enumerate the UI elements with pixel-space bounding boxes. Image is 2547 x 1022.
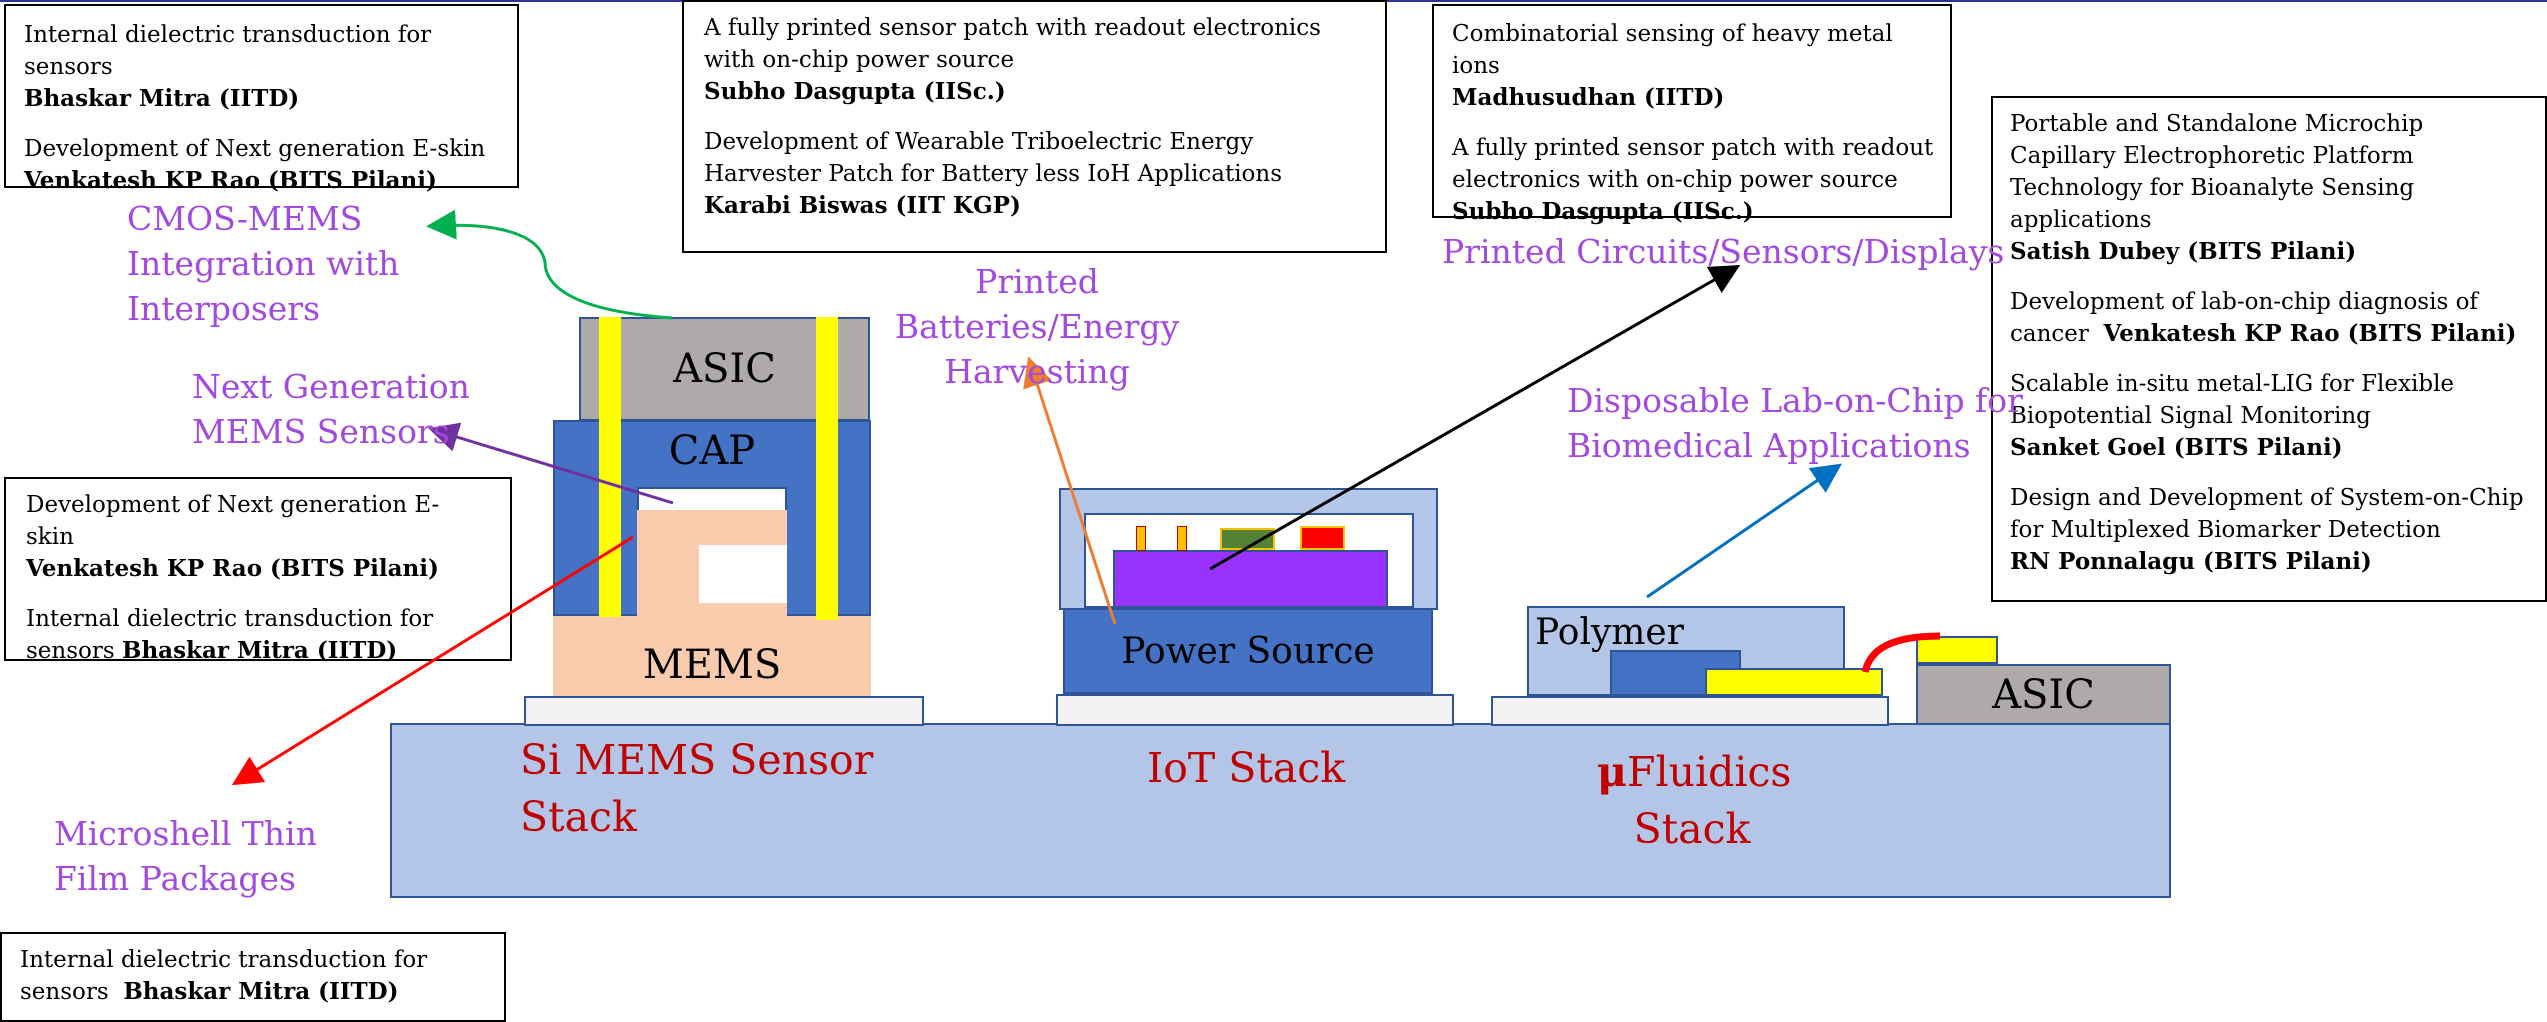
label-printed-circuits: Printed Circuits/Sensors/Displays <box>1442 232 2005 271</box>
cap-label: CAP <box>668 428 756 474</box>
box-text: Internal dielectric transduction for sen… <box>26 606 434 664</box>
box-text: Design and Development of System-on-Chip… <box>2010 485 2524 543</box>
fluidics-stack-word: Stack <box>1633 805 1751 853</box>
si-mems-pad <box>524 696 924 726</box>
power-source-block: Power Source <box>1063 608 1433 694</box>
mems-gap <box>699 545 787 603</box>
polymer-label: Polymer <box>1535 612 1684 653</box>
stack-label-iot: IoT Stack <box>1147 744 1346 792</box>
info-box-top-center: A fully printed sensor patch with readou… <box>682 0 1387 253</box>
red-wire-bond <box>1861 632 1941 673</box>
iot-pad <box>1056 694 1454 726</box>
box-text: Internal dielectric transduction for sen… <box>20 947 428 1005</box>
fluidics-word: Fluidics <box>1627 748 1792 796</box>
fluidics-pad <box>1491 696 1889 726</box>
asic-right-pad <box>1916 636 1998 664</box>
box-name: Karabi Biswas (IIT KGP) <box>704 192 1021 219</box>
box-name: Bhaskar Mitra (IITD) <box>123 978 399 1005</box>
chip-red-component <box>1300 526 1345 550</box>
box-name: Bhaskar Mitra (IITD) <box>122 637 398 664</box>
label-lab-on-chip: Disposable Lab-on-Chip for Biomedical Ap… <box>1567 381 2023 465</box>
asic-right-block: ASIC <box>1916 664 2171 725</box>
label-microshell: Microshell Thin Film Packages <box>54 814 317 898</box>
box-name: Subho Dasgupta (IISc.) <box>1452 198 1754 225</box>
arrow-microshell <box>231 535 634 786</box>
box-name: Sanket Goel (BITS Pilani) <box>2010 434 2343 461</box>
box-name: Bhaskar Mitra (IITD) <box>24 85 300 112</box>
box-name: Venkatesh KP Rao (BITS Pilani) <box>26 555 439 582</box>
label-next-gen-mems: Next Generation MEMS Sensors <box>192 367 470 451</box>
info-box-bottom-left: Internal dielectric transduction for sen… <box>0 932 506 1022</box>
printed-chip <box>1113 550 1388 608</box>
box-text: Portable and Standalone Microchip Capill… <box>2010 111 2424 233</box>
tsv-left <box>599 317 621 617</box>
label-cmos-mems: CMOS-MEMS Integration with Interposers <box>127 199 400 328</box>
arrow-printed-batteries <box>1023 356 1117 625</box>
box-name: Venkatesh KP Rao (BITS Pilani) <box>24 167 437 194</box>
arrow-lab-on-chip <box>1646 463 1842 599</box>
chip-pin-2 <box>1177 526 1187 551</box>
mems-block: MEMS <box>553 614 871 696</box>
info-box-far-right: Portable and Standalone Microchip Capill… <box>1991 96 2547 602</box>
mu-symbol: μ <box>1597 748 1628 796</box>
box-name: Satish Dubey (BITS Pilani) <box>2010 238 2357 265</box>
mems-label: MEMS <box>642 642 782 688</box>
fluidic-channel-yellow <box>1705 668 1883 696</box>
info-box-top-right: Combinatorial sensing of heavy metal ion… <box>1432 4 1952 225</box>
box-text: Development of Wearable Triboelectric En… <box>704 129 1283 187</box>
arrow-printed-circuits <box>1209 265 1741 571</box>
box-name: Venkatesh KP Rao (BITS Pilani) <box>2103 320 2517 347</box>
asic-top-label: ASIC <box>673 346 776 392</box>
arrow-cmos-mems <box>426 209 673 320</box>
power-source-label: Power Source <box>1121 630 1375 672</box>
arrow-next-gen-mems <box>428 422 674 505</box>
stack-label-si-mems: Si MEMS Sensor Stack <box>520 736 874 841</box>
box-text: A fully printed sensor patch with readou… <box>704 15 1321 73</box>
box-text: Development of Next generation E-skin <box>24 136 486 162</box>
box-text: Development of lab-on-chip diagnosis of … <box>2010 289 2478 347</box>
info-box-top-left: Internal dielectric transduction for sen… <box>4 4 519 194</box>
box-name: RN Ponnalagu (BITS Pilani) <box>2010 548 2372 575</box>
label-printed-batteries: Printed Batteries/Energy Harvesting <box>894 262 1180 391</box>
box-text: Scalable in-situ metal-LIG for Flexible … <box>2010 371 2455 429</box>
box-name: Subho Dasgupta (IISc.) <box>704 78 1006 105</box>
box-text: A fully printed sensor patch with readou… <box>1452 135 1934 193</box>
stack-label-fluidics: μFluidics Stack <box>1597 744 1791 858</box>
chip-pin-1 <box>1136 526 1146 551</box>
box-name: Madhusudhan (IITD) <box>1452 84 1725 111</box>
tsv-right <box>816 317 838 620</box>
box-text: Development of Next generation E-skin <box>26 492 440 550</box>
asic-right-label: ASIC <box>1992 671 2095 718</box>
box-text: Combinatorial sensing of heavy metal ion… <box>1452 21 1893 79</box>
box-text: Internal dielectric transduction for sen… <box>24 22 432 80</box>
